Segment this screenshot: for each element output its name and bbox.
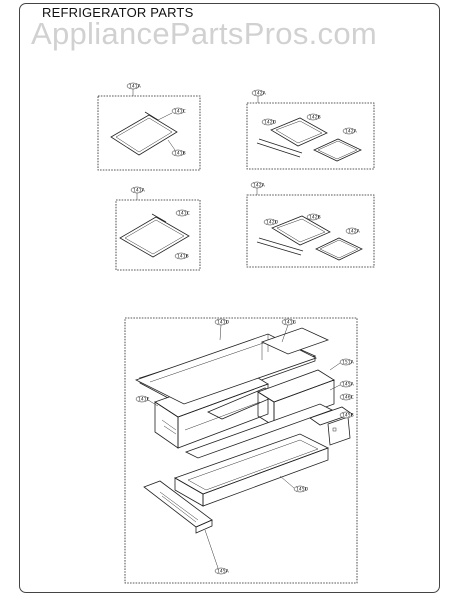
callout-label: 141G (284, 320, 297, 326)
callout-label: 141A (129, 84, 142, 90)
assembly-frame (124, 317, 358, 584)
callout-label: 141B (177, 254, 189, 260)
panel-frame (246, 102, 375, 170)
callout-label: 145A (217, 569, 230, 575)
callout-label: 142B (309, 215, 321, 221)
callout-label: 142B (309, 115, 321, 121)
callout-label: 142A (348, 229, 361, 235)
callout-label: 145D (296, 487, 309, 493)
callout-label: 151A (342, 360, 355, 366)
callout-label: 146C (342, 395, 354, 401)
callout-label: 142D (266, 220, 279, 226)
page-title: REFRIGERATOR PARTS (42, 5, 194, 20)
crisper-bin-right (257, 369, 335, 403)
shelf-glass (115, 117, 173, 153)
crisper-drawer-assembly: 141D 141G 151A 145A 146C 141E 145B 145D … (124, 317, 358, 584)
callout-label: 142D (264, 120, 277, 126)
panel-frame (246, 194, 375, 268)
callout-label: 142A (345, 129, 358, 135)
shelf-panel-middle-right: 142A 142D 142B 142A (246, 181, 375, 268)
callout-label: 142A (253, 183, 266, 189)
callout-label: 141B (174, 151, 186, 157)
watermark-text: AppliancePartsPros.com (31, 16, 378, 51)
shelf-frame (110, 114, 178, 156)
callout-label: 145A (342, 382, 355, 388)
pantry-drawer (174, 433, 330, 495)
callout-bubble (126, 82, 140, 90)
slide-rail (184, 403, 334, 459)
shelf-panel-top-right: 142A 142D 142B 142A (246, 89, 375, 170)
callout-label: 141D (217, 320, 230, 326)
callout-label: 141A (133, 188, 146, 194)
callout-label: 141C (174, 109, 186, 115)
shelf-panel-middle-left: 141A 141C 141B (115, 186, 201, 271)
callout-label: 145B (342, 413, 354, 419)
callout-label: 141E (138, 397, 150, 403)
diagram-sheet-border (19, 3, 440, 593)
callout-label: 142A (254, 91, 267, 97)
shelf-panel-top-left: 141A 141C 141B (97, 82, 201, 171)
panel-frame (97, 95, 201, 171)
callout-label: 141C (178, 211, 190, 217)
panel-frame (115, 199, 201, 271)
